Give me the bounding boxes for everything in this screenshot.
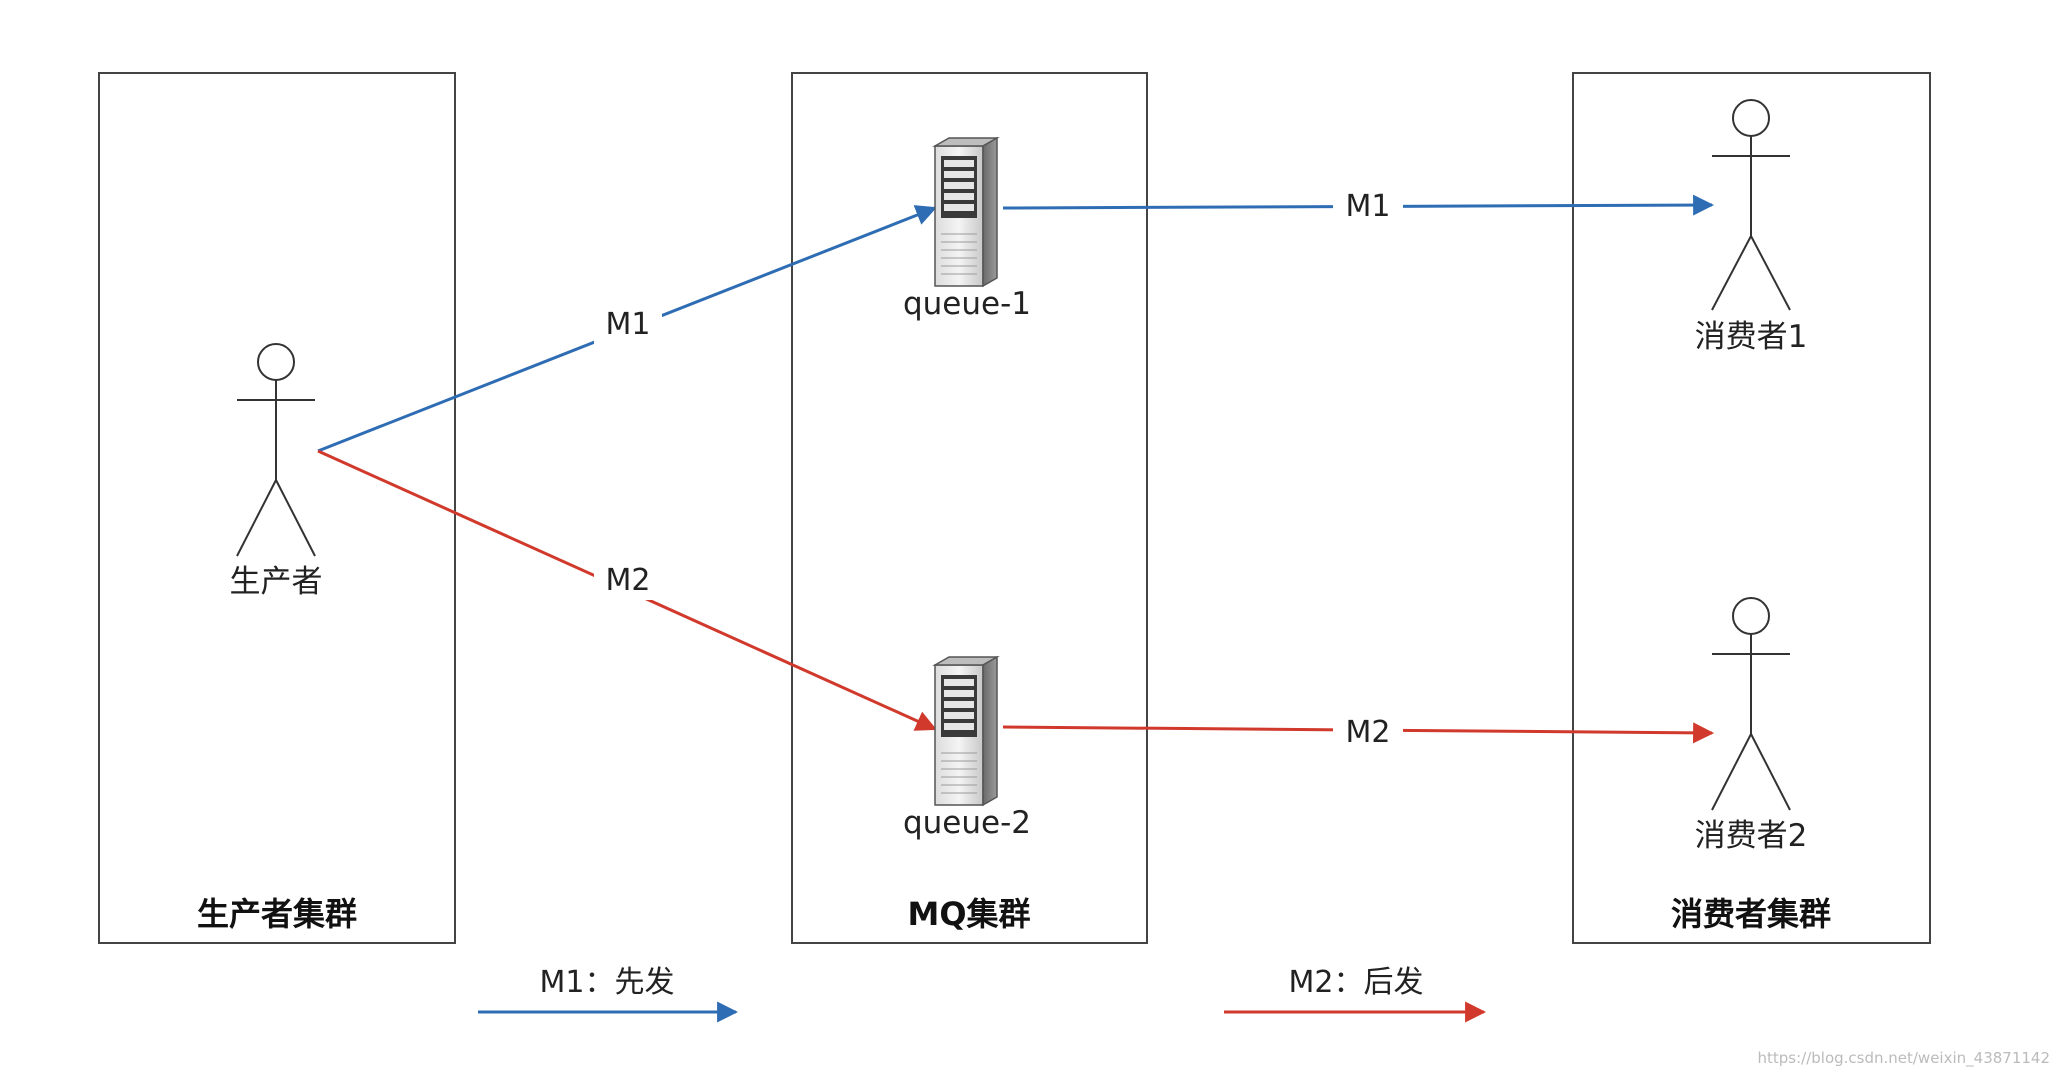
consumer-cluster-label: 消费者集群 [1671, 895, 1831, 933]
producer-cluster: 生产者集群 [98, 72, 456, 944]
consumer2-node: 消费者2 [1695, 597, 1808, 854]
watermark-text: https://blog.csdn.net/weixin_43871142 [1757, 1049, 2050, 1068]
legend-item-m1: M1：先发 [478, 965, 739, 1023]
server-icon [934, 656, 998, 806]
edge-m2-queue2-to-consumer2: M2 [1002, 710, 1715, 752]
legend-m2-label: M2：后发 [1289, 965, 1424, 1000]
queue1-label: queue-1 [903, 286, 1031, 322]
producer-node: 生产者 [230, 343, 323, 600]
producer-cluster-box [98, 72, 456, 944]
legend-item-m2: M2：后发 [1224, 965, 1487, 1023]
queue2-node: queue-2 [903, 656, 1031, 841]
stick-figure-icon [1711, 597, 1791, 811]
edge-m2-producer-to-queue2: M2 [317, 449, 937, 731]
edge-m2-consume-label: M2 [1346, 715, 1391, 750]
server-icon [934, 137, 998, 287]
producer-cluster-label: 生产者集群 [197, 895, 357, 933]
stick-figure-icon [1711, 99, 1791, 311]
edge-m1-producer-to-queue1: M1 [317, 205, 937, 453]
queue2-label: queue-2 [903, 805, 1031, 841]
edge-m2-producer-label: M2 [606, 563, 651, 598]
producer-label: 生产者 [230, 564, 323, 600]
consumer1-label: 消费者1 [1695, 319, 1808, 355]
legend-m1-label: M1：先发 [540, 965, 675, 1000]
consumer2-label: 消费者2 [1695, 818, 1808, 854]
queue1-node: queue-1 [903, 137, 1031, 322]
legend: M1：先发 M2：后发 [478, 965, 1487, 1023]
edge-m1-consume-label: M1 [1346, 189, 1391, 224]
mq-cluster-label: MQ集群 [907, 895, 1030, 933]
consumer1-node: 消费者1 [1695, 99, 1808, 355]
stick-figure-icon [236, 343, 316, 557]
edge-m1-producer-label: M1 [606, 307, 651, 342]
edge-m1-queue1-to-consumer1: M1 [1002, 184, 1715, 226]
